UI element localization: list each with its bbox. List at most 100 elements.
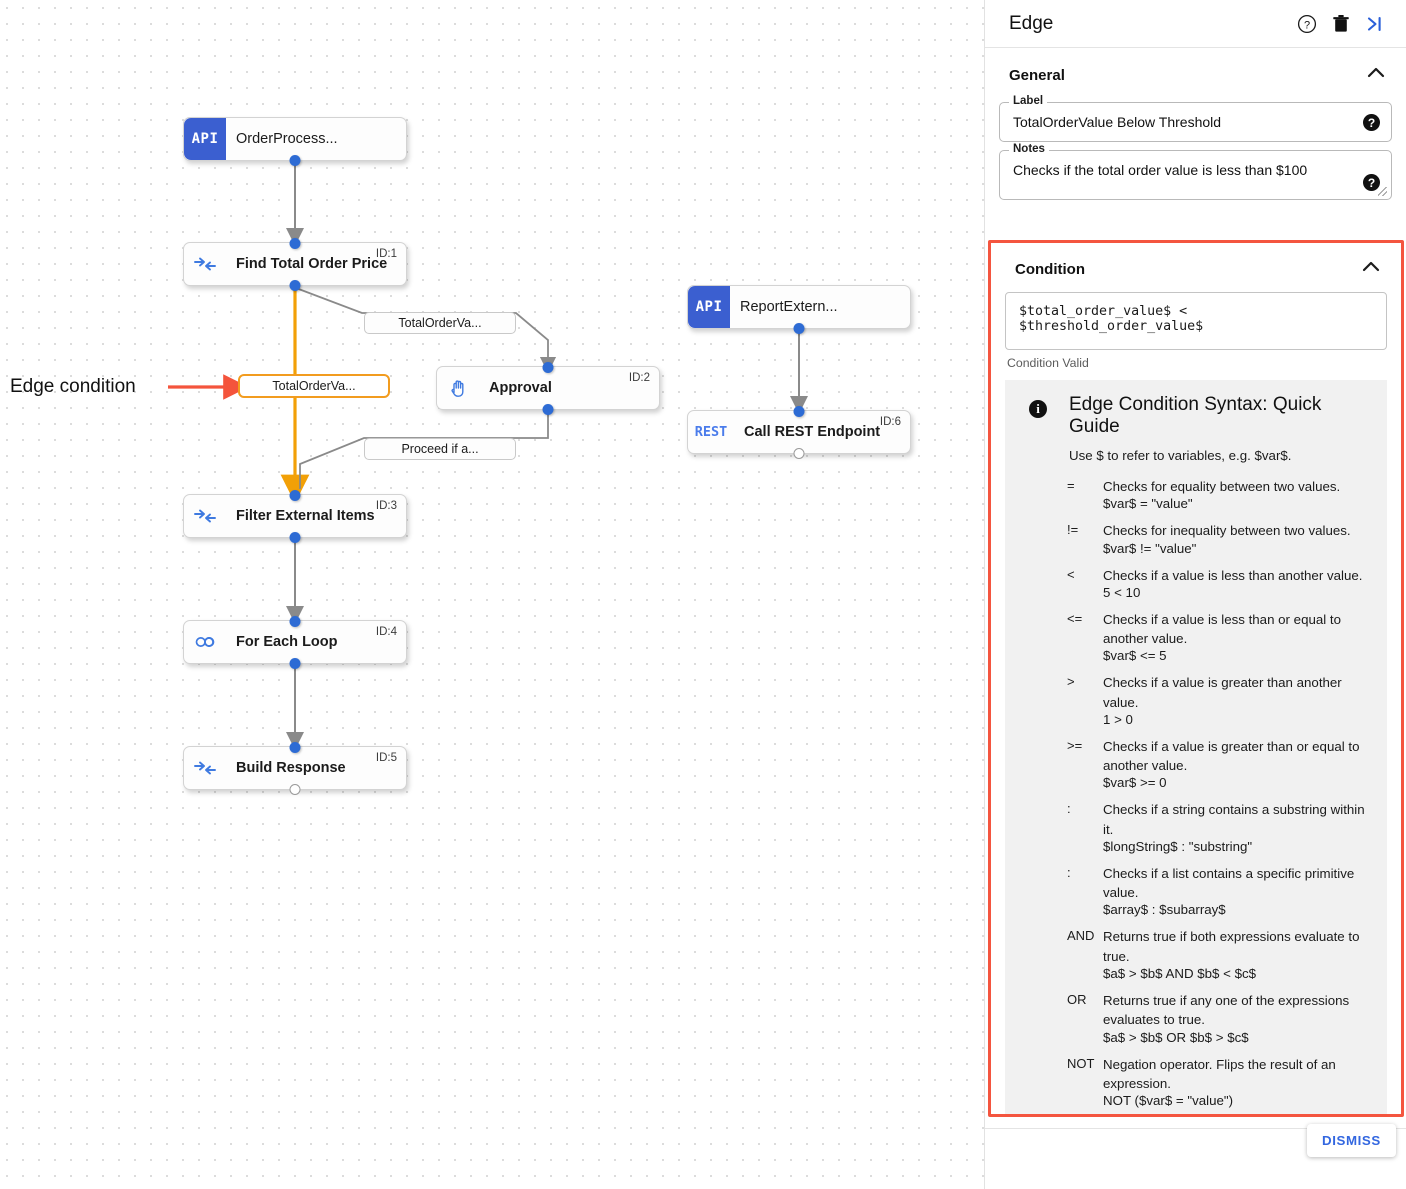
edge-label-proceed-if-approved[interactable]: Proceed if a...	[364, 438, 516, 460]
node-handle-top[interactable]	[289, 615, 301, 627]
operator-symbol: :	[1067, 864, 1071, 880]
node-filter-external-items[interactable]: Filter External Items ID:3	[183, 489, 407, 543]
operator-description: Checks if a string contains a substring …	[1103, 802, 1365, 837]
condition-expression-input[interactable]: $total_order_value$ < $threshold_order_v…	[1005, 292, 1387, 350]
operator-example: $var$ <= 5	[1103, 648, 1167, 664]
node-label: OrderProcess...	[236, 131, 338, 147]
operator-example: $var$ >= 0	[1103, 775, 1167, 791]
hand-icon	[437, 367, 479, 409]
loop-icon	[184, 621, 226, 663]
operator-row: =Checks for equality between two values.…	[1067, 477, 1371, 511]
node-handle-bottom[interactable]	[793, 447, 805, 459]
label-field[interactable]: Label TotalOrderValue Below Threshold ?	[999, 95, 1392, 142]
dismiss-button[interactable]: DISMISS	[1307, 1124, 1396, 1157]
operator-row: >=Checks if a value is greater than or e…	[1067, 737, 1371, 791]
node-handle-bottom[interactable]	[289, 657, 301, 669]
edge-label-totalordervalue-approval[interactable]: TotalOrderVa...	[364, 312, 516, 334]
node-label: Call REST Endpoint	[744, 424, 881, 440]
operator-description: Checks if a value is less than another v…	[1103, 567, 1363, 583]
node-handle-top[interactable]	[793, 405, 805, 417]
node-handle-top[interactable]	[289, 741, 301, 753]
label-field-legend: Label	[1009, 95, 1048, 107]
node-label: For Each Loop	[236, 634, 338, 650]
operator-example: 5 < 10	[1103, 584, 1141, 600]
node-call-rest-endpoint[interactable]: REST Call REST Endpoint ID:6	[687, 405, 911, 459]
workflow-canvas[interactable]: Edge condition API OrderProcess... Find …	[0, 0, 984, 1189]
rest-icon: REST	[694, 424, 728, 440]
notes-help-icon[interactable]: ?	[1363, 174, 1380, 191]
operator-symbol: <	[1067, 566, 1075, 582]
delete-icon[interactable]	[1324, 7, 1358, 41]
notes-field-legend: Notes	[1009, 143, 1049, 155]
node-id: ID:4	[375, 626, 397, 638]
notes-field[interactable]: Notes Checks if the total order value is…	[999, 143, 1392, 200]
node-handle-top[interactable]	[289, 237, 301, 249]
page-title: Edge	[1009, 12, 1054, 34]
operator-description: Negation operator. Flips the result of a…	[1103, 1056, 1336, 1091]
node-handle-top[interactable]	[289, 489, 301, 501]
svg-text:?: ?	[1304, 19, 1310, 31]
collapse-panel-icon[interactable]	[1358, 7, 1392, 41]
notes-field-value: Checks if the total order value is less …	[1013, 162, 1308, 178]
node-reportextern[interactable]: API ReportExtern...	[687, 285, 911, 334]
operator-symbol: :	[1067, 801, 1071, 817]
panel-header: Edge ?	[985, 0, 1406, 48]
node-label: Build Response	[236, 760, 346, 776]
edge-properties-panel: Edge ?	[984, 0, 1406, 1189]
edge-label-totalordervalue-selected[interactable]: TotalOrderVa...	[238, 374, 390, 398]
node-build-response[interactable]: Build Response ID:5	[183, 741, 407, 795]
operator-symbol: =	[1067, 478, 1075, 493]
operator-description: Checks if a value is greater than or equ…	[1103, 738, 1360, 774]
condition-section-highlight: Condition $total_order_value$ < $thresho…	[988, 240, 1404, 1117]
node-label: Find Total Order Price	[236, 256, 388, 272]
operator-row: < Checks if a value is less than another …	[1067, 566, 1371, 600]
operator-example: $a$ > $b$ OR $b$ > $c$	[1103, 1029, 1249, 1045]
condition-validity-status: Condition Valid	[1007, 356, 1089, 370]
node-handle-bottom[interactable]	[289, 531, 301, 543]
general-section-header[interactable]: General	[985, 48, 1406, 94]
node-handle-bottom[interactable]	[542, 403, 554, 415]
node-orderprocess[interactable]: API OrderProcess...	[183, 117, 407, 166]
condition-section-header[interactable]: Condition	[991, 243, 1401, 288]
node-id: ID:5	[375, 752, 397, 764]
node-handle-bottom[interactable]	[289, 279, 301, 291]
node-handle-bottom[interactable]	[793, 322, 805, 334]
api-icon: API	[184, 118, 226, 160]
guide-subtitle: Use $ to refer to variables, e.g. $var$.	[1069, 448, 1292, 463]
operator-description: Checks for inequality between two values…	[1103, 523, 1351, 539]
node-handle-bottom[interactable]	[289, 154, 301, 166]
info-icon: i	[1029, 400, 1047, 418]
node-approval[interactable]: Approval ID:2	[436, 361, 660, 415]
operator-example: $var$ = "value"	[1103, 496, 1193, 512]
node-id: ID:3	[375, 500, 397, 512]
operator-row: : Checks if a string contains a substring…	[1067, 800, 1371, 854]
operator-symbol: !=	[1067, 522, 1079, 538]
operator-symbol: <=	[1067, 610, 1083, 626]
operator-row: >Checks if a value is greater than anoth…	[1067, 673, 1371, 727]
api-icon: API	[688, 286, 730, 328]
notes-resize-handle[interactable]	[1378, 187, 1387, 196]
help-icon[interactable]: ?	[1290, 7, 1324, 41]
node-for-each-loop[interactable]: For Each Loop ID:4	[183, 615, 407, 669]
node-label: Filter External Items	[236, 508, 375, 524]
node-handle-top[interactable]	[542, 361, 554, 373]
transform-icon	[184, 747, 226, 789]
operator-symbol: >	[1067, 674, 1075, 690]
operator-row: :Checks if a list contains a specific pr…	[1067, 864, 1371, 918]
node-find-total-order-price[interactable]: Find Total Order Price ID:1	[183, 237, 407, 291]
operator-example: 1 > 0	[1103, 711, 1133, 727]
node-handle-bottom[interactable]	[289, 783, 301, 795]
node-id: ID:2	[628, 372, 650, 384]
operator-example: $longString$ : "substring"	[1103, 838, 1253, 854]
operator-list: =Checks for equality between two values.…	[1067, 477, 1371, 1108]
node-id: ID:6	[879, 416, 901, 428]
operator-row: <=Checks if a value is less than or equa…	[1067, 610, 1371, 664]
chevron-up-icon[interactable]	[1366, 66, 1386, 84]
operator-symbol: OR	[1067, 991, 1087, 1007]
transform-icon	[184, 495, 226, 537]
guide-title: Edge Condition Syntax: Quick Guide	[1069, 394, 1322, 437]
chevron-up-icon[interactable]	[1361, 260, 1381, 278]
label-help-icon[interactable]: ?	[1363, 114, 1380, 131]
